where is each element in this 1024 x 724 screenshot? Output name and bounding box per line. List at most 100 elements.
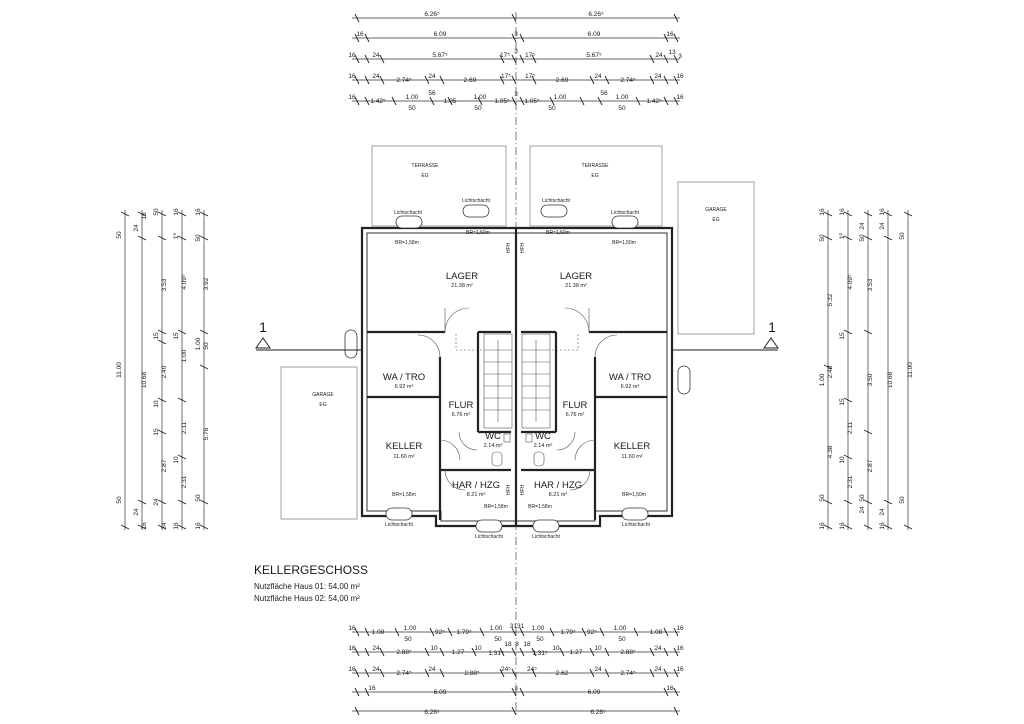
svg-text:TERRASSE: TERRASSE (412, 163, 440, 169)
svg-text:BR=1,50m: BR=1,50m (546, 230, 570, 236)
svg-text:16: 16 (348, 666, 356, 673)
svg-text:24⁵: 24⁵ (501, 666, 511, 673)
svg-text:16: 16 (676, 666, 684, 673)
svg-text:6.09: 6.09 (588, 689, 601, 696)
svg-text:16: 16 (195, 522, 202, 530)
svg-text:24: 24 (594, 73, 602, 80)
svg-text:4.38: 4.38 (827, 445, 834, 458)
svg-text:5.76: 5.76 (203, 427, 210, 440)
svg-text:HFH: HFH (520, 242, 526, 253)
svg-text:50: 50 (859, 494, 866, 502)
svg-text:TERRASSE: TERRASSE (582, 163, 610, 169)
svg-text:16: 16 (676, 625, 684, 632)
svg-text:10: 10 (552, 645, 560, 652)
svg-text:EG: EG (319, 402, 326, 408)
svg-text:24: 24 (428, 666, 436, 673)
svg-text:2.87: 2.87 (867, 459, 874, 472)
svg-text:24: 24 (879, 222, 886, 230)
lightwells (344, 204, 691, 533)
svg-text:1.00: 1.00 (616, 94, 629, 101)
svg-text:50: 50 (408, 105, 416, 112)
svg-text:24: 24 (161, 522, 168, 530)
room-wc-left: WC 2.14 m² (484, 431, 503, 449)
svg-text:16: 16 (666, 685, 674, 692)
svg-text:Lichtschacht: Lichtschacht (462, 198, 490, 204)
svg-text:16: 16 (368, 685, 376, 692)
svg-text:1.79⁵: 1.79⁵ (456, 629, 472, 636)
window-labels: Lichtschacht Lichtschacht Lichtschacht L… (385, 198, 650, 540)
svg-text:10: 10 (430, 645, 438, 652)
svg-text:2.31: 2.31 (847, 475, 854, 488)
svg-text:16: 16 (666, 31, 674, 38)
svg-text:92⁵: 92⁵ (435, 629, 445, 636)
svg-text:3.53: 3.53 (867, 278, 874, 291)
svg-text:5.32: 5.32 (827, 293, 834, 306)
svg-text:1.00: 1.00 (614, 625, 627, 632)
svg-text:2.88⁵: 2.88⁵ (464, 670, 480, 677)
svg-text:16: 16 (676, 73, 684, 80)
svg-text:24: 24 (654, 666, 662, 673)
svg-text:10: 10 (474, 645, 482, 652)
svg-text:6.92 m²: 6.92 m² (395, 384, 414, 390)
svg-text:50: 50 (548, 105, 556, 112)
svg-text:18: 18 (504, 641, 512, 648)
wc-fixtures (491, 433, 545, 467)
svg-text:24: 24 (133, 508, 140, 516)
svg-text:Lichtschacht: Lichtschacht (611, 210, 639, 216)
svg-text:LAGER: LAGER (560, 271, 592, 282)
svg-text:6.92 m²: 6.92 m² (621, 384, 640, 390)
svg-text:1.05⁵: 1.05⁵ (494, 98, 510, 105)
svg-text:24: 24 (879, 508, 886, 516)
svg-text:10: 10 (594, 645, 602, 652)
svg-text:1.00: 1.00 (474, 94, 487, 101)
svg-text:2.74⁵: 2.74⁵ (620, 77, 636, 84)
section-marker-right: 1 (672, 319, 779, 351)
room-har-right: HAR / HZG 8.21 m² (534, 480, 582, 498)
svg-text:Lichtschacht: Lichtschacht (622, 522, 650, 528)
usable-area-house-1: Nutzfläche Haus 01: 54,00 m² (254, 582, 360, 591)
staircase (455, 333, 579, 429)
svg-text:2.69: 2.69 (464, 77, 477, 84)
top-dimension-chains: 6.26⁵ 6.26⁵ 16 6.09 3 6.09 16 16 24 5.67… (348, 11, 684, 112)
room-lager-right: LAGER 21.38 m² (560, 271, 592, 289)
svg-text:24: 24 (428, 73, 436, 80)
svg-text:6.76 m²: 6.76 m² (566, 412, 585, 418)
svg-text:24: 24 (372, 666, 380, 673)
svg-text:17⁵: 17⁵ (525, 52, 535, 59)
svg-text:24: 24 (372, 52, 380, 59)
svg-text:BR=1,58m: BR=1,58m (484, 504, 508, 510)
svg-text:2.40: 2.40 (161, 365, 168, 378)
svg-text:3131: 3131 (510, 623, 525, 630)
svg-text:6.26⁵: 6.26⁵ (424, 709, 440, 716)
svg-text:BR=1,50m: BR=1,50m (466, 230, 490, 236)
svg-text:24: 24 (594, 666, 602, 673)
svg-text:11.60 m²: 11.60 m² (393, 454, 414, 460)
svg-text:50: 50 (474, 105, 482, 112)
svg-text:16: 16 (348, 645, 356, 652)
svg-text:1.05: 1.05 (444, 98, 457, 105)
svg-text:1⁰: 1⁰ (838, 233, 846, 240)
svg-text:BR=1,58m: BR=1,58m (395, 240, 419, 246)
svg-text:17⁵: 17⁵ (500, 52, 510, 59)
svg-text:FLUR: FLUR (449, 400, 474, 411)
svg-text:24: 24 (654, 73, 662, 80)
svg-text:3: 3 (514, 31, 518, 38)
svg-text:1.05⁵: 1.05⁵ (524, 98, 540, 105)
svg-text:WC: WC (535, 431, 551, 442)
svg-text:1.27: 1.27 (452, 649, 465, 656)
svg-text:2.14 m²: 2.14 m² (534, 443, 553, 449)
terrace-right: TERRASSE EG (529, 145, 663, 227)
svg-text:50: 50 (819, 234, 826, 242)
svg-text:3.50: 3.50 (867, 373, 874, 386)
svg-text:FLUR: FLUR (563, 400, 588, 411)
svg-text:50: 50 (195, 494, 202, 502)
svg-text:1.00: 1.00 (404, 625, 417, 632)
svg-text:3.92: 3.92 (203, 277, 210, 290)
svg-text:3: 3 (678, 53, 682, 60)
svg-text:16: 16 (173, 522, 180, 530)
svg-text:16: 16 (676, 645, 684, 652)
svg-text:BR=1,50m: BR=1,50m (622, 492, 646, 498)
svg-text:16: 16 (348, 625, 356, 632)
svg-text:1.00: 1.00 (819, 373, 826, 386)
svg-text:WA / TRO: WA / TRO (383, 372, 425, 383)
